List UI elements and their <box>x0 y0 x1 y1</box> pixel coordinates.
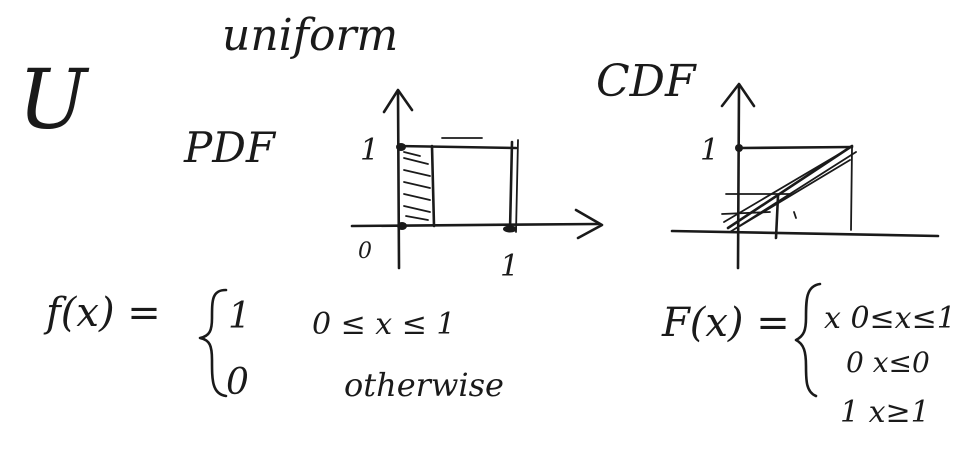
pdf-y-arrow <box>382 88 414 114</box>
pdf-graph: 1 0 1 <box>350 88 604 284</box>
pdf-point-x1 <box>503 225 517 233</box>
cdf-formula-lhs: F(x) = <box>661 300 790 346</box>
cdf-y-tick-1: 1 <box>700 133 719 168</box>
cdf-case1: x 0≤x≤1 <box>824 301 956 336</box>
cdf-x1-line <box>850 147 853 231</box>
cdf-label: CDF <box>596 56 697 107</box>
pdf-density-top <box>396 144 518 150</box>
cdf-y-arrow <box>720 82 756 108</box>
pdf-y-tick-1: 1 <box>360 133 379 168</box>
pdf-case1-condition: 0 ≤ x ≤ 1 <box>312 307 456 342</box>
cdf-y-axis <box>736 84 741 270</box>
pdf-point-origin <box>397 222 407 230</box>
cdf-case2: 0 x≤0 <box>846 346 930 379</box>
pdf-formula-brace <box>198 288 228 398</box>
pdf-formula: f(x) = 1 0 ≤ x ≤ 1 0 otherwise <box>43 288 504 404</box>
pdf-y-axis <box>396 90 401 270</box>
cdf-formula: F(x) = x 0≤x≤1 0 x≤0 1 x≥1 <box>661 282 956 430</box>
uniform-symbol: U <box>18 53 90 148</box>
pdf-label: PDF <box>183 123 277 172</box>
pdf-origin-label: 0 <box>358 239 372 264</box>
cdf-top-line <box>738 145 854 150</box>
pdf-formula-lhs: f(x) = <box>43 290 161 336</box>
pdf-x-axis <box>350 222 600 228</box>
pdf-x-tick-1: 1 <box>500 249 519 284</box>
cdf-graph: 1 <box>670 82 940 270</box>
pdf-case2-condition: otherwise <box>344 366 504 404</box>
pdf-right-edge <box>508 140 514 232</box>
cdf-case3: 1 x≥1 <box>840 395 930 430</box>
cdf-point-top <box>735 144 743 152</box>
cdf-x-axis <box>670 229 940 238</box>
cdf-formula-brace <box>794 282 822 398</box>
pdf-shaded-area <box>403 151 431 221</box>
title-uniform: uniform <box>222 10 398 61</box>
pdf-case1-value: 1 <box>228 296 251 337</box>
cdf-x-marker <box>774 194 780 240</box>
pdf-strip-edge <box>430 144 436 228</box>
pdf-case2-value: 0 <box>226 362 249 403</box>
pdf-x-arrow <box>574 208 604 240</box>
pdf-point-top <box>396 143 406 151</box>
